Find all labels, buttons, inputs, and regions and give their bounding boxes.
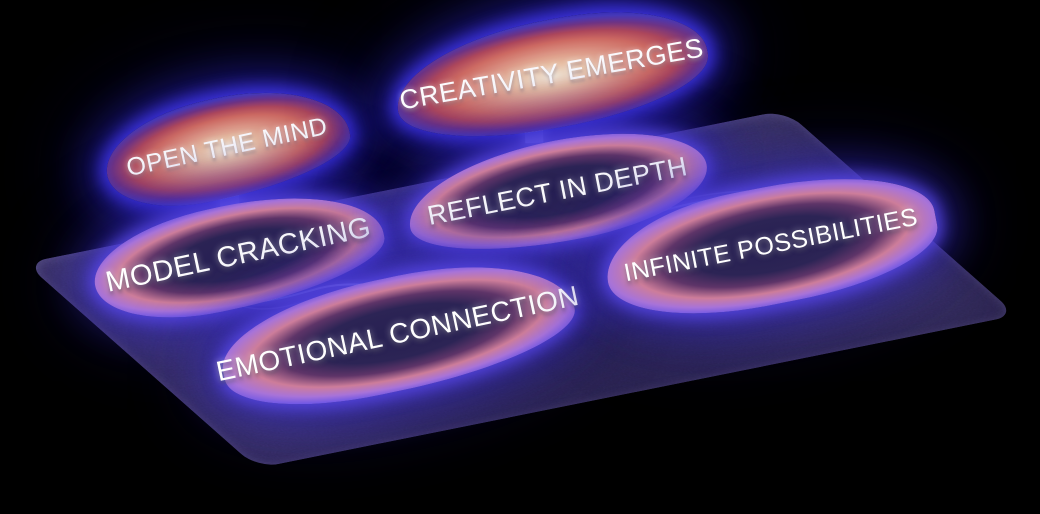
node-creativity-emerges-label: CREATIVITY EMERGES — [397, 31, 706, 116]
node-open-the-mind-label: OPEN THE MIND — [123, 111, 330, 182]
node-infinite-possibilities-label: INFINITE POSSIBILITIES — [621, 202, 921, 288]
